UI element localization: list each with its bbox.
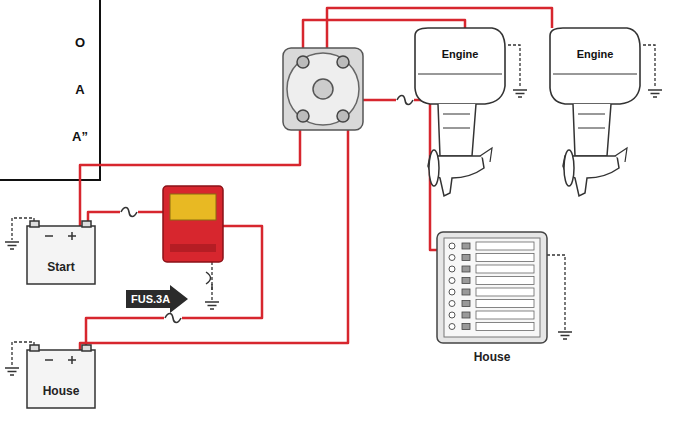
node-label: Start	[47, 260, 74, 275]
engine-label: Engine	[420, 36, 500, 72]
note-text: O A A”	[70, 19, 91, 160]
node-label: House	[474, 350, 511, 365]
node-label: Engine	[577, 47, 614, 61]
node-label: FUS.3A	[131, 292, 170, 306]
battery-box: Start	[27, 250, 95, 284]
house-panel-label: House	[437, 345, 547, 369]
node-label: Engine	[442, 47, 479, 61]
node-label: House	[43, 384, 80, 399]
engine-label: Engine	[555, 36, 635, 72]
note-box: O A A”	[62, 14, 98, 164]
battery-box: House	[27, 374, 95, 408]
callout-arrow: FUS.3A	[126, 285, 188, 313]
